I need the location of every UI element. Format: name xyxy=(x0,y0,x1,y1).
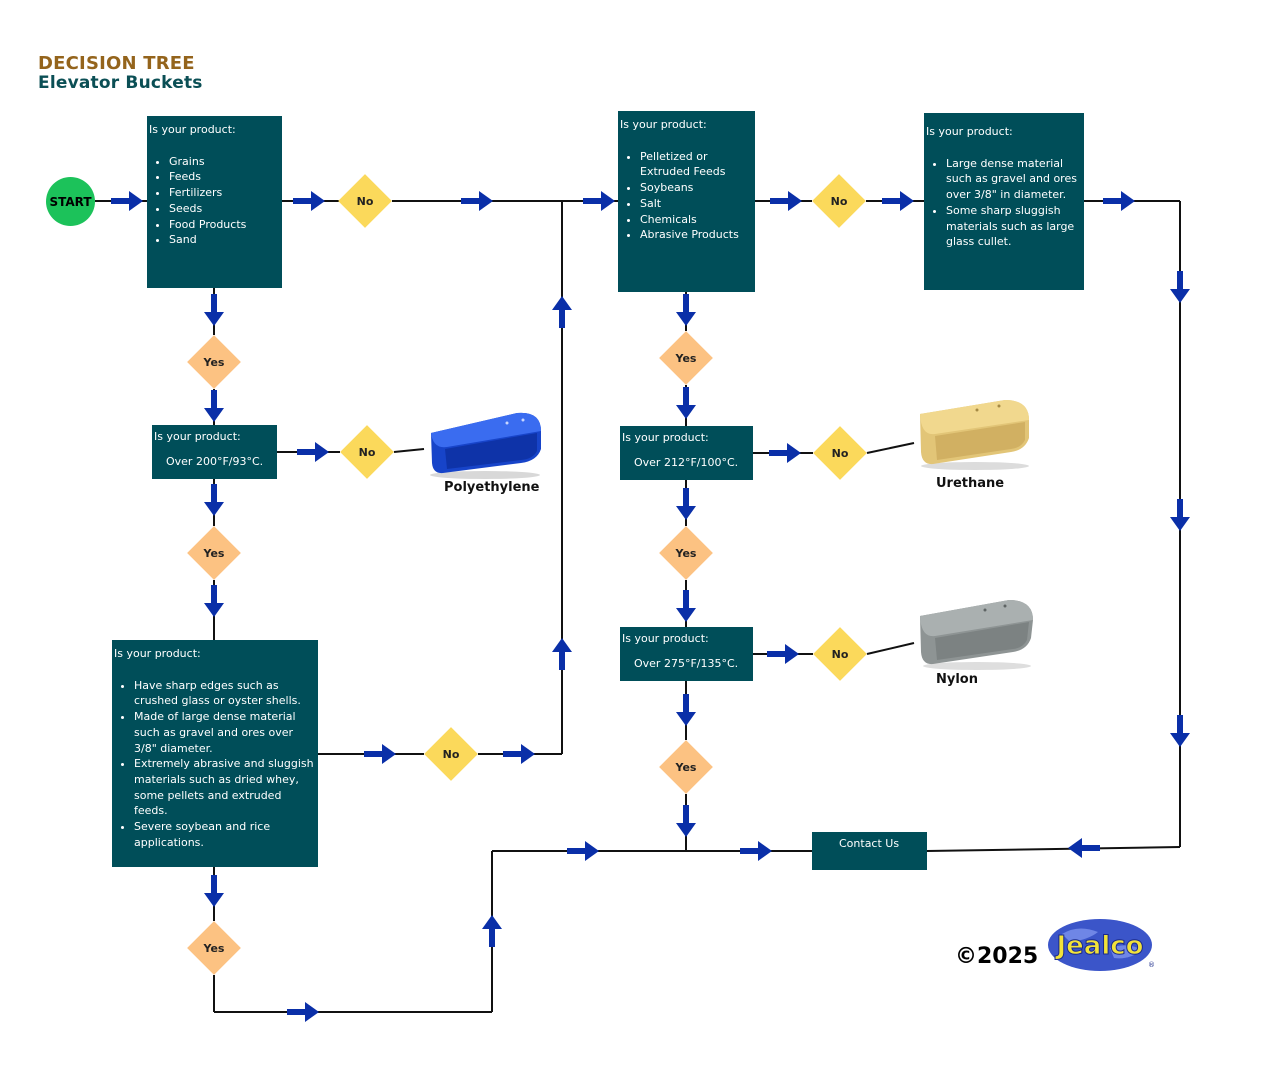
urethane-bucket-image xyxy=(920,400,1029,470)
question-heading: Is your product: xyxy=(620,118,707,131)
diagram-subtitle: Elevator Buckets xyxy=(38,73,203,93)
question-heading: Is your product: xyxy=(114,647,201,660)
list-item: Chemicals xyxy=(640,212,753,228)
list-item: Made of large dense material such as gra… xyxy=(134,709,316,756)
question-text: Over 212°F/100°C. xyxy=(634,455,739,469)
polyethylene-bucket-image xyxy=(430,412,541,479)
decision-yes: Yes xyxy=(187,526,241,580)
question-box-pelletized: Is your product: Pelletized or Extruded … xyxy=(618,111,755,292)
list-item: Feeds xyxy=(169,169,280,185)
question-box-over-200f: Is your product: Over 200°F/93°C. xyxy=(152,425,277,479)
list-item: Sand xyxy=(169,232,280,248)
decision-no: No xyxy=(338,174,392,228)
decision-no: No xyxy=(812,174,866,228)
decision-no: No xyxy=(813,426,867,480)
decision-yes: Yes xyxy=(659,740,713,794)
question-heading: Is your product: xyxy=(622,632,709,645)
arrow-markers xyxy=(111,191,1190,1022)
list-item: Extremely abrasive and sluggish material… xyxy=(134,756,316,819)
svg-text:Jealco: Jealco xyxy=(1054,931,1143,961)
decision-no: No xyxy=(424,727,478,781)
question-text: Over 275°F/135°C. xyxy=(634,656,739,670)
list-item: Large dense material such as gravel and … xyxy=(946,156,1082,203)
question-heading: Is your product: xyxy=(622,431,709,444)
question-box-grains: Is your product: Grains Feeds Fertilizer… xyxy=(147,116,282,288)
list-item: Some sharp sluggish materials such as la… xyxy=(946,203,1082,250)
list-item: Salt xyxy=(640,196,753,212)
question-box-dense-material: Is your product: Large dense material su… xyxy=(924,113,1084,290)
list-item: Have sharp edges such as crushed glass o… xyxy=(134,678,316,709)
svg-text:®: ® xyxy=(1148,961,1155,969)
decision-no: No xyxy=(813,627,867,681)
decision-yes: Yes xyxy=(187,335,241,389)
contact-us-box[interactable]: Contact Us xyxy=(812,832,927,870)
decision-yes: Yes xyxy=(187,921,241,975)
question-heading: Is your product: xyxy=(926,125,1013,138)
question-heading: Is your product: xyxy=(149,123,236,136)
list-item: Soybeans xyxy=(640,180,753,196)
list-item: Severe soybean and rice applications. xyxy=(134,819,316,850)
material-label-urethane: Urethane xyxy=(936,476,1005,491)
nylon-bucket-image xyxy=(920,600,1033,670)
copyright-text: ©2025 xyxy=(955,944,1039,969)
material-label-polyethylene: Polyethylene xyxy=(444,480,540,495)
question-box-sharp-edges: Is your product: Have sharp edges such a… xyxy=(112,640,318,867)
decision-yes: Yes xyxy=(659,526,713,580)
diagram-title: DECISION TREE xyxy=(38,53,195,74)
list-item: Abrasive Products xyxy=(640,227,753,243)
start-node: START xyxy=(46,177,95,226)
decision-no: No xyxy=(340,425,394,479)
material-label-nylon: Nylon xyxy=(936,672,978,687)
jealco-logo: Jealco ® xyxy=(1048,919,1155,971)
list-item: Seeds xyxy=(169,201,280,217)
question-box-over-275f: Is your product: Over 275°F/135°C. xyxy=(620,627,753,681)
list-item: Fertilizers xyxy=(169,185,280,201)
question-box-over-212f: Is your product: Over 212°F/100°C. xyxy=(620,426,753,480)
list-item: Food Products xyxy=(169,217,280,233)
question-text: Over 200°F/93°C. xyxy=(166,454,264,468)
list-item: Pelletized or Extruded Feeds xyxy=(640,149,753,180)
list-item: Grains xyxy=(169,154,280,170)
decision-yes: Yes xyxy=(659,331,713,385)
question-heading: Is your product: xyxy=(154,430,241,443)
